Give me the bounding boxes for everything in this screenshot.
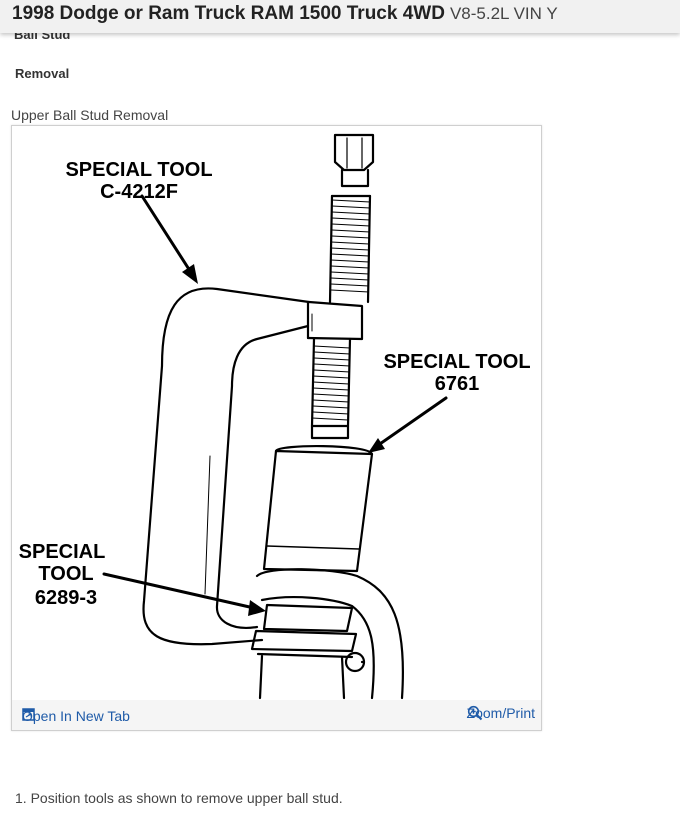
zoom-in-icon [467, 705, 482, 721]
page-title: 1998 Dodge or Ram Truck RAM 1500 Truck 4… [12, 3, 558, 25]
label-tool-6289-line3: 6289-3 [35, 587, 97, 609]
label-tool-c4212f-line2: C-4212F [100, 181, 178, 203]
figure-toolbar: Open In New Tab Zoom/Print [12, 700, 541, 730]
vehicle-title: 1998 Dodge or Ram Truck RAM 1500 Truck 4… [12, 3, 445, 24]
label-tool-6761-line2: 6761 [435, 373, 480, 395]
open-in-new-tab-link[interactable]: Open In New Tab [22, 708, 130, 724]
page-header: 1998 Dodge or Ram Truck RAM 1500 Truck 4… [0, 0, 680, 33]
figure-panel: SPECIAL TOOL C-4212F SPECIAL TOOL 6761 S… [11, 125, 542, 731]
ball-stud-diagram[interactable]: SPECIAL TOOL C-4212F SPECIAL TOOL 6761 S… [12, 126, 541, 700]
label-tool-6761-line1: SPECIAL TOOL [383, 351, 530, 373]
engine-subtitle: V8-5.2L VIN Y [449, 4, 558, 23]
open-new-tab-icon [22, 708, 35, 721]
label-tool-6289-line1: SPECIAL [19, 541, 106, 563]
open-in-new-tab-label: Open In New Tab [22, 708, 130, 724]
figure-caption: Upper Ball Stud Removal [11, 107, 169, 123]
label-tool-c4212f-line1: SPECIAL TOOL [65, 159, 212, 181]
instruction-step: 1. Position tools as shown to remove upp… [15, 790, 343, 806]
zoom-print-link[interactable]: Zoom/Print [467, 705, 535, 721]
zoom-print-label: Zoom/Print [466, 705, 535, 721]
section-heading: Removal [15, 66, 70, 81]
label-tool-6289-line2: TOOL [38, 563, 93, 585]
